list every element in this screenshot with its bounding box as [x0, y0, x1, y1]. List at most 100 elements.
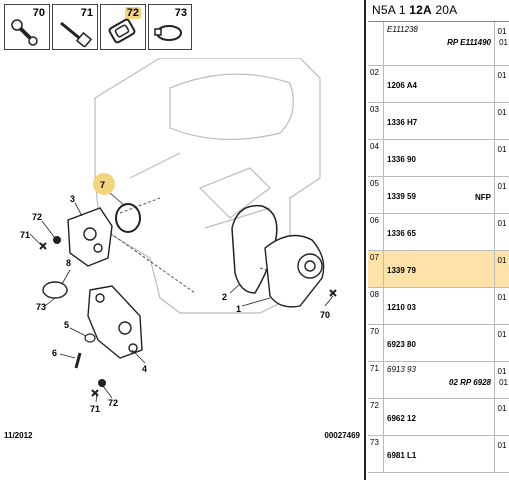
part-code[interactable]: 1210 03	[387, 303, 416, 312]
row-index: 70	[368, 325, 384, 361]
callout-72-top[interactable]: 72	[32, 212, 42, 222]
callout-3[interactable]: 3	[70, 194, 75, 204]
part-note: NFP	[475, 193, 491, 202]
callout-1[interactable]: 1	[236, 304, 241, 314]
hose-clamp-icon	[154, 25, 182, 41]
header-part-2: 12A	[409, 3, 432, 17]
row-body: 1210 03	[384, 288, 495, 324]
row-index: 72	[368, 399, 384, 435]
row-body: 6981 L1	[384, 436, 495, 472]
callout-73[interactable]: 73	[36, 302, 46, 312]
header-part-1: 1	[398, 3, 406, 17]
bolt-icon	[60, 21, 93, 47]
part-quantity: 01	[497, 367, 507, 376]
part-quantity: 01	[497, 441, 507, 450]
legend-number: 73	[174, 7, 187, 19]
exploded-diagram-panel: 70 71 72 73	[4, 0, 366, 480]
row-index: 73	[368, 436, 384, 472]
parts-row[interactable]: E111238 RP E111490 01 01	[368, 22, 509, 66]
part-code[interactable]: 1206 A4	[387, 81, 417, 90]
callout-4[interactable]: 4	[142, 364, 147, 374]
part-quantity-secondary: 01	[499, 378, 508, 387]
outlet-housing	[87, 285, 143, 359]
callout-labels: 7 3 72 71 8 73 5 6 71 72 4 2 1 70	[20, 180, 330, 414]
row-body: 1336 90	[384, 140, 495, 176]
callout-72-bottom[interactable]: 72	[108, 398, 118, 408]
legend-number: 71	[80, 7, 93, 19]
row-body: E111238 RP E111490	[384, 22, 495, 65]
part-note: 02 RP 6928	[449, 378, 491, 387]
legend-item-72[interactable]: 72	[100, 4, 146, 50]
callout-leaders	[29, 192, 334, 403]
part-code[interactable]: 6923 80	[387, 340, 416, 349]
row-index: 02	[368, 66, 384, 102]
screw-washer-icon	[11, 19, 38, 46]
row-index	[368, 22, 384, 65]
part-quantity: 01	[497, 404, 507, 413]
row-body: 6962 12	[384, 399, 495, 435]
washer-72-bottom	[98, 379, 106, 387]
part-code[interactable]: E111238	[387, 25, 418, 34]
part-code[interactable]: 6962 12	[387, 414, 416, 423]
legend-item-73[interactable]: 73	[148, 4, 192, 50]
part-quantity: 01	[497, 108, 507, 117]
legend-item-70[interactable]: 70	[4, 4, 50, 50]
part-quantity: 01	[497, 145, 507, 154]
diagram-reference: 00027469	[324, 431, 360, 440]
row-index: 03	[368, 103, 384, 139]
row-index: 08	[368, 288, 384, 324]
part-code[interactable]: 1336 90	[387, 155, 416, 164]
part-code[interactable]: 6913 93	[387, 365, 416, 374]
callout-7[interactable]: 7	[100, 180, 105, 190]
part-code[interactable]: 1336 65	[387, 229, 416, 238]
row-index: 71	[368, 362, 384, 398]
diagram-date: 11/2012	[4, 431, 33, 440]
callout-2[interactable]: 2	[222, 292, 227, 302]
row-body: 1206 A4	[384, 66, 495, 102]
part-quantity-secondary: 01	[499, 38, 508, 47]
callout-71-bottom[interactable]: 71	[90, 404, 100, 414]
part-quantity: 01	[497, 330, 507, 339]
part-code[interactable]: 1336 H7	[387, 118, 418, 127]
legend-number: 72	[124, 7, 141, 19]
legend-item-71[interactable]: 71	[52, 4, 98, 50]
callout-71-top[interactable]: 71	[20, 230, 30, 240]
seal-ring-7	[115, 203, 141, 233]
callout-5[interactable]: 5	[64, 320, 69, 330]
row-body: 6913 93 02 RP 6928	[384, 362, 495, 398]
callout-70[interactable]: 70	[320, 310, 330, 320]
screw-71-top	[39, 242, 47, 250]
row-index: 05	[368, 177, 384, 213]
callout-8[interactable]: 8	[66, 258, 71, 268]
callout-6[interactable]: 6	[52, 348, 57, 358]
part-quantity: 01	[497, 182, 507, 191]
row-index: 07	[368, 251, 384, 287]
water-pump	[264, 234, 325, 308]
row-body: 1336 H7	[384, 103, 495, 139]
bolt-6	[74, 352, 82, 369]
part-note: RP E111490	[447, 38, 491, 47]
engine-cooling-diagram: 7 3 72 71 8 73 5 6 71 72 4 2 1 70	[20, 58, 337, 414]
part-code[interactable]: 6981 L1	[387, 451, 417, 460]
part-quantity: 01	[497, 71, 507, 80]
header-part-3: 20A	[435, 3, 458, 17]
part-quantity: 01	[497, 27, 507, 36]
header-model: N5A	[372, 3, 396, 17]
legend-number: 70	[32, 7, 45, 19]
row-body: 6923 80	[384, 325, 495, 361]
part-code[interactable]: 1339 79	[387, 266, 416, 275]
part-code[interactable]: 1339 59	[387, 192, 416, 201]
